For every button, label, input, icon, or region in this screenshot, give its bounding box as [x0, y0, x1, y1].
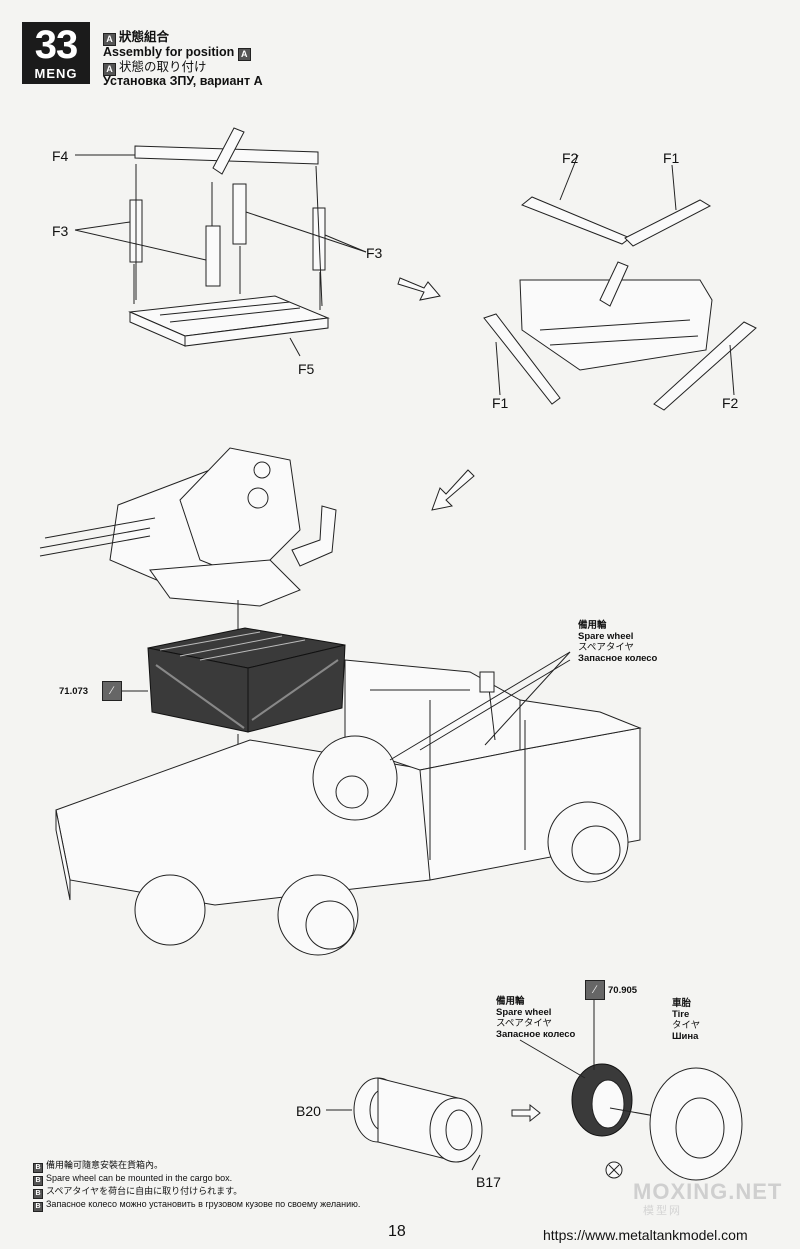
page-number: 18	[388, 1223, 406, 1240]
footnote-jp: スペアタイヤを荷台に自由に取り付けられます。	[46, 1186, 243, 1196]
variant-marker: A	[237, 48, 251, 61]
brand-logo-text: MENG	[34, 66, 78, 81]
paint-code-crate: 71.073	[59, 686, 89, 697]
part-label-f3-left: F3	[52, 223, 69, 239]
paint-code-tire: 70.905	[608, 985, 638, 996]
part-label-f4: F4	[52, 148, 69, 164]
spare-wheel-jp: スペアタイヤ	[496, 1018, 553, 1029]
footnote-marker: B	[33, 1163, 43, 1173]
spare-wheel-ru: Запасное колесо	[496, 1029, 576, 1040]
brush-icon: ∕	[585, 980, 605, 1000]
step-number: 33	[34, 23, 79, 67]
footnote-en: Spare wheel can be mounted in the cargo …	[46, 1173, 233, 1183]
spare-wheel-cn: 備用輪	[496, 996, 525, 1007]
title-ru: Установка ЗПУ, вариант А	[103, 74, 263, 88]
tire-ru: Шина	[672, 1031, 699, 1042]
tire-jp: タイヤ	[672, 1020, 701, 1031]
part-label-f1-top: F1	[663, 150, 680, 166]
crate-frame-exploded	[74, 127, 367, 357]
brush-icon: ∕	[102, 681, 122, 701]
footnote-cn: 備用輪可隨意安裝在貨箱內。	[46, 1160, 164, 1170]
spare-wheel-cn: 備用輪	[578, 620, 607, 631]
title-cn: 狀態組合	[119, 30, 170, 44]
part-label-b20: B20	[296, 1103, 321, 1119]
title-en: Assembly for position	[103, 45, 235, 59]
spare-wheel-en: Spare wheel	[496, 1007, 552, 1018]
part-label-f3-right: F3	[366, 245, 383, 261]
spare-wheel-callout-top: 備用輪 Spare wheel スペアタイヤ Запасное колесо	[578, 620, 657, 664]
wooden-crate	[147, 627, 346, 733]
watermark: MOXING.NET	[633, 1179, 783, 1204]
spare-wheel-callout-bottom: 備用輪 Spare wheel スペアタイヤ Запасное колесо	[496, 996, 575, 1040]
part-label-b17: B17	[476, 1174, 501, 1190]
tire-en: Tire	[672, 1009, 690, 1020]
part-label-f1-bottom: F1	[492, 395, 509, 411]
wheel-exploded	[326, 1000, 743, 1181]
tire-callout: 車胎 Tire タイヤ Шина	[672, 998, 700, 1042]
part-label-f2-bottom: F2	[722, 395, 739, 411]
variant-marker: A	[103, 33, 116, 46]
crate-frame-sides	[483, 154, 757, 411]
title-jp: 状態の取り付け	[119, 60, 207, 74]
title-en-line: Assembly for position A	[103, 45, 254, 61]
source-url: https://www.metaltankmodel.com	[543, 1227, 748, 1243]
footnote-marker: B	[33, 1176, 43, 1186]
step-number-badge: 33 MENG	[22, 22, 90, 84]
footnote-marker: B	[33, 1202, 43, 1212]
part-label-f5: F5	[298, 361, 315, 377]
footnote-marker: B	[33, 1189, 43, 1199]
spare-wheel-en: Spare wheel	[578, 631, 634, 642]
watermark-sub: 模型网	[643, 1205, 682, 1217]
footnote-ru: Запасное колесо можно установить в грузо…	[46, 1199, 361, 1209]
variant-marker: A	[103, 63, 116, 76]
part-label-f2-top: F2	[562, 150, 579, 166]
spare-wheel-ru: Запасное колесо	[578, 653, 658, 664]
spare-wheel-jp: スペアタイヤ	[578, 642, 635, 653]
anti-aircraft-gun	[39, 447, 337, 607]
pickup-truck	[55, 659, 642, 956]
tire-cn: 車胎	[672, 998, 692, 1009]
